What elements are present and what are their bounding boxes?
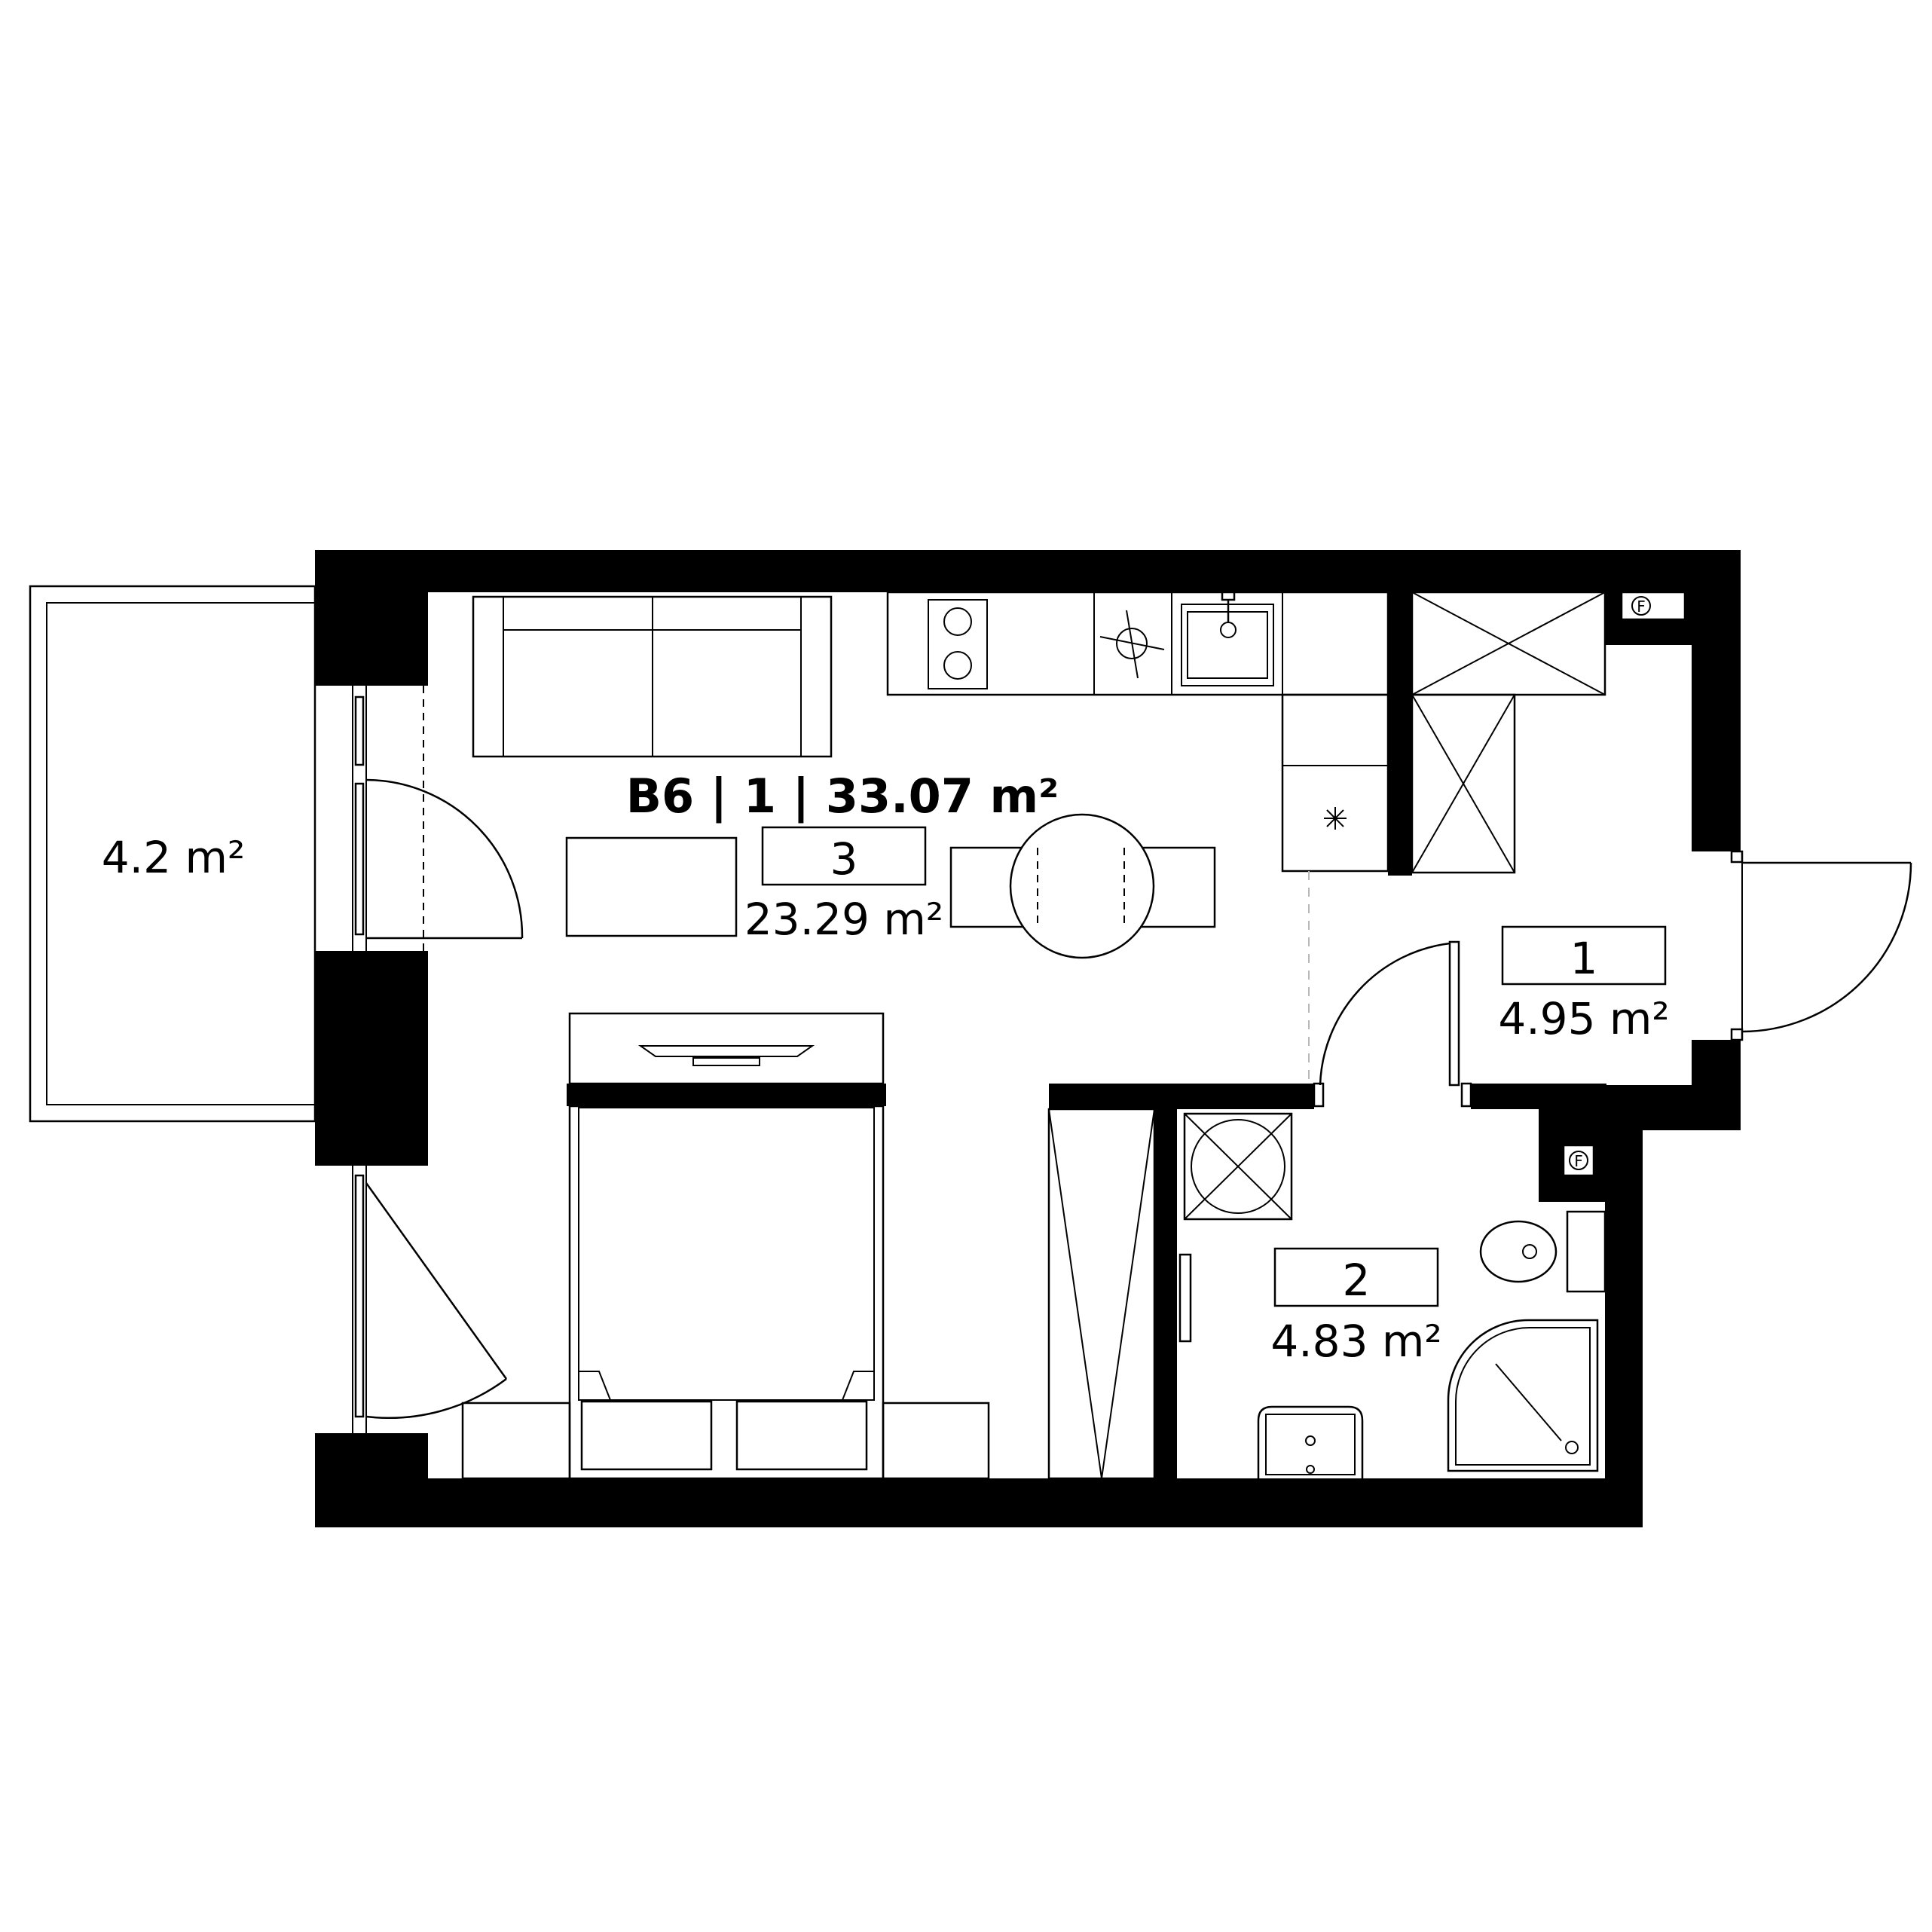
washing-machine — [1183, 1112, 1293, 1221]
room-3-number: 3 — [830, 833, 858, 885]
coffee-table — [565, 836, 738, 937]
window-lower — [352, 1166, 508, 1433]
room-2-area: 4.83 m² — [1270, 1316, 1441, 1367]
dining-set — [949, 813, 1216, 959]
fridge-star-icon — [1324, 807, 1347, 830]
window-upper — [352, 686, 524, 951]
bedroom-wardrobe — [1047, 1108, 1156, 1480]
washbasin — [1257, 1405, 1364, 1478]
balcony — [29, 585, 316, 1123]
balcony-area: 4.2 m² — [102, 832, 245, 883]
fuse-box-bath: F — [1569, 1151, 1588, 1170]
bed — [568, 1012, 885, 1480]
page-title: B6 | 1 | 33.07 m² — [626, 769, 1059, 824]
room-2-number: 2 — [1343, 1255, 1371, 1306]
sofa — [472, 595, 833, 758]
nightstands — [461, 1400, 990, 1480]
fuse-box: F — [1620, 591, 1686, 621]
fuse-box-label: F — [1637, 598, 1646, 616]
room-1-area: 4.95 m² — [1498, 993, 1669, 1044]
fuse-box-bath-label: F — [1574, 1152, 1583, 1170]
room-1-number: 1 — [1570, 933, 1598, 984]
bathroom-door — [1313, 940, 1472, 1108]
room-2-label: 2 4.83 m² — [1270, 1247, 1442, 1367]
towel-rail — [1178, 1253, 1192, 1343]
hall-wardrobe — [1411, 591, 1606, 874]
room-1-label: 1 4.95 m² — [1498, 925, 1670, 1044]
entrance-door — [1730, 850, 1912, 1041]
kitchen-counter — [886, 591, 1389, 873]
shower — [1447, 1319, 1599, 1472]
toilet — [1479, 1210, 1606, 1293]
room-3-label: 3 23.29 m² — [744, 826, 943, 945]
room-3-area: 23.29 m² — [744, 894, 943, 945]
